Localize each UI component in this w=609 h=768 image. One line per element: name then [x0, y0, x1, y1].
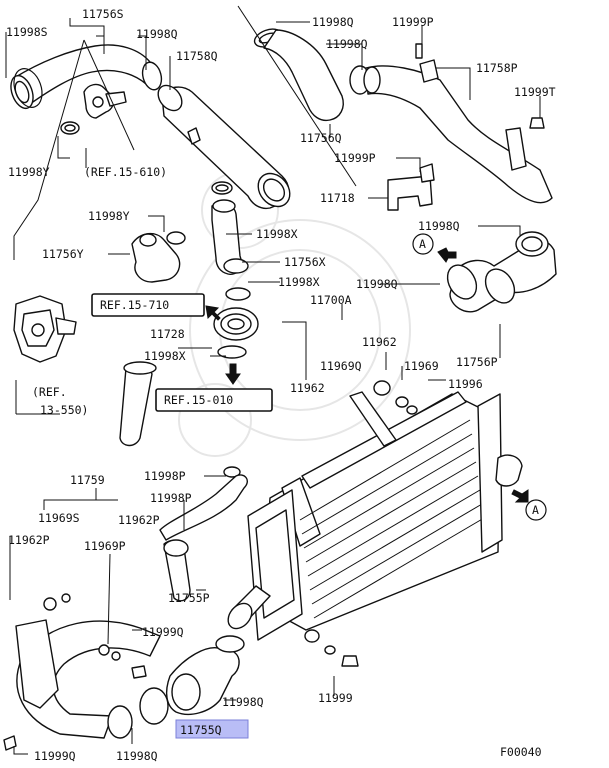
- upper-left-hose-group: [10, 44, 291, 478]
- label-11999[interactable]: 11999: [318, 691, 353, 705]
- label-11700A[interactable]: 11700A: [310, 293, 352, 307]
- label-11962-a[interactable]: 11962: [362, 335, 397, 349]
- label-11998X-a[interactable]: 11998X: [256, 227, 298, 241]
- label-ref-15-610[interactable]: (REF.15-610): [84, 165, 167, 179]
- label-11755Q[interactable]: 11755Q: [180, 723, 222, 737]
- label-11756Y[interactable]: 11756Y: [42, 247, 84, 261]
- label-11998Q-e[interactable]: 11998Q: [222, 695, 264, 709]
- label-11998Q-top[interactable]: 11998Q: [312, 15, 354, 29]
- ref-15-710-box[interactable]: [91, 293, 205, 317]
- label-11998Q-d[interactable]: 11998Q: [356, 277, 398, 291]
- lower-hose-group: [3, 474, 248, 751]
- label-11999P-mid[interactable]: 11999P: [334, 151, 376, 165]
- label-11962P-b[interactable]: 11962P: [118, 513, 160, 527]
- label-11998P-b[interactable]: 11998P: [150, 491, 192, 505]
- label-11999Q-b[interactable]: 11999Q: [34, 749, 76, 763]
- label-11998S[interactable]: 11998S: [6, 25, 48, 39]
- ref-15-010-box[interactable]: [155, 388, 273, 412]
- label-11969[interactable]: 11969: [404, 359, 439, 373]
- label-11756P[interactable]: 11756P: [456, 355, 498, 369]
- label-11998P-a[interactable]: 11998P: [144, 469, 186, 483]
- label-11998Y-b[interactable]: 11998Y: [88, 209, 130, 223]
- label-11969Q[interactable]: 11969Q: [320, 359, 362, 373]
- label-11998X-c[interactable]: 11998X: [144, 349, 186, 363]
- leader-lines: [5, 18, 541, 755]
- watermark-emblem: [178, 171, 411, 457]
- label-11998Q-f[interactable]: 11998Q: [116, 749, 158, 763]
- label-11999T[interactable]: 11999T: [514, 85, 556, 99]
- label-11756S[interactable]: 11756S: [82, 7, 124, 21]
- label-11998Q-b[interactable]: 11998Q: [326, 37, 368, 51]
- svg-text:A: A: [532, 503, 539, 517]
- label-11998Y-a[interactable]: 11998Y: [8, 165, 50, 179]
- diagram-footer-id: F00040: [500, 745, 542, 759]
- label-ref-13-550-a[interactable]: (REF.: [32, 385, 67, 399]
- highlight-11755Q[interactable]: [175, 719, 249, 739]
- label-11998Q-c[interactable]: 11998Q: [418, 219, 460, 233]
- label-ref-15-710[interactable]: REF.15-710: [100, 298, 169, 312]
- label-11969S[interactable]: 11969S: [38, 511, 80, 525]
- label-11999Q-a[interactable]: 11999Q: [142, 625, 184, 639]
- label-11758Q[interactable]: 11758Q: [176, 49, 218, 63]
- upper-right-hose-group: [253, 28, 557, 313]
- label-11759[interactable]: 11759: [70, 473, 105, 487]
- label-11728[interactable]: 11728: [150, 327, 185, 341]
- label-11758P[interactable]: 11758P: [476, 61, 518, 75]
- label-11969P[interactable]: 11969P: [84, 539, 126, 553]
- label-11999P-top[interactable]: 11999P: [392, 15, 434, 29]
- group-divider-line: [237, 5, 357, 187]
- callout-a-top[interactable]: A: [412, 233, 434, 255]
- svg-text:A: A: [419, 237, 426, 251]
- label-11996[interactable]: 11996: [448, 377, 483, 391]
- label-ref-13-550-b[interactable]: 13-550): [40, 403, 88, 417]
- label-11756Q[interactable]: 11756Q: [300, 131, 342, 145]
- label-ref-15-010[interactable]: REF.15-010: [164, 393, 233, 407]
- label-11998X-b[interactable]: 11998X: [278, 275, 320, 289]
- label-11998Q-a[interactable]: 11998Q: [136, 27, 178, 41]
- label-11755P[interactable]: 11755P: [168, 591, 210, 605]
- label-11962P-a[interactable]: 11962P: [8, 533, 50, 547]
- callout-a-right[interactable]: A: [525, 499, 547, 521]
- label-11718[interactable]: 11718: [320, 191, 355, 205]
- label-11962-b[interactable]: 11962: [290, 381, 325, 395]
- intercooler-assembly: [227, 380, 529, 667]
- label-11756X[interactable]: 11756X: [284, 255, 326, 269]
